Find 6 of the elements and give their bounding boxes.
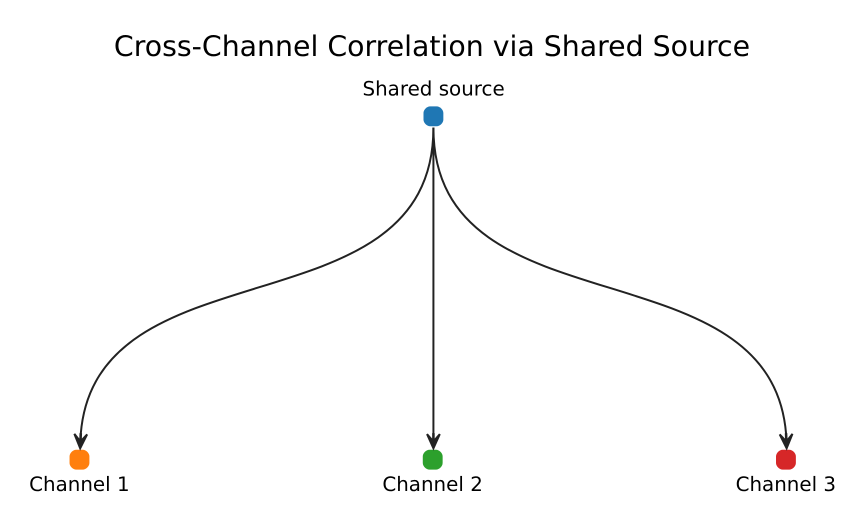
node-label: Shared source xyxy=(362,77,505,100)
arrow xyxy=(432,128,794,450)
diagram-title: Cross-Channel Correlation via Shared Source xyxy=(114,30,750,64)
node-label: Channel 1 xyxy=(29,473,130,496)
node-label: Channel 2 xyxy=(382,473,483,496)
node-label: Channel 3 xyxy=(736,473,836,496)
